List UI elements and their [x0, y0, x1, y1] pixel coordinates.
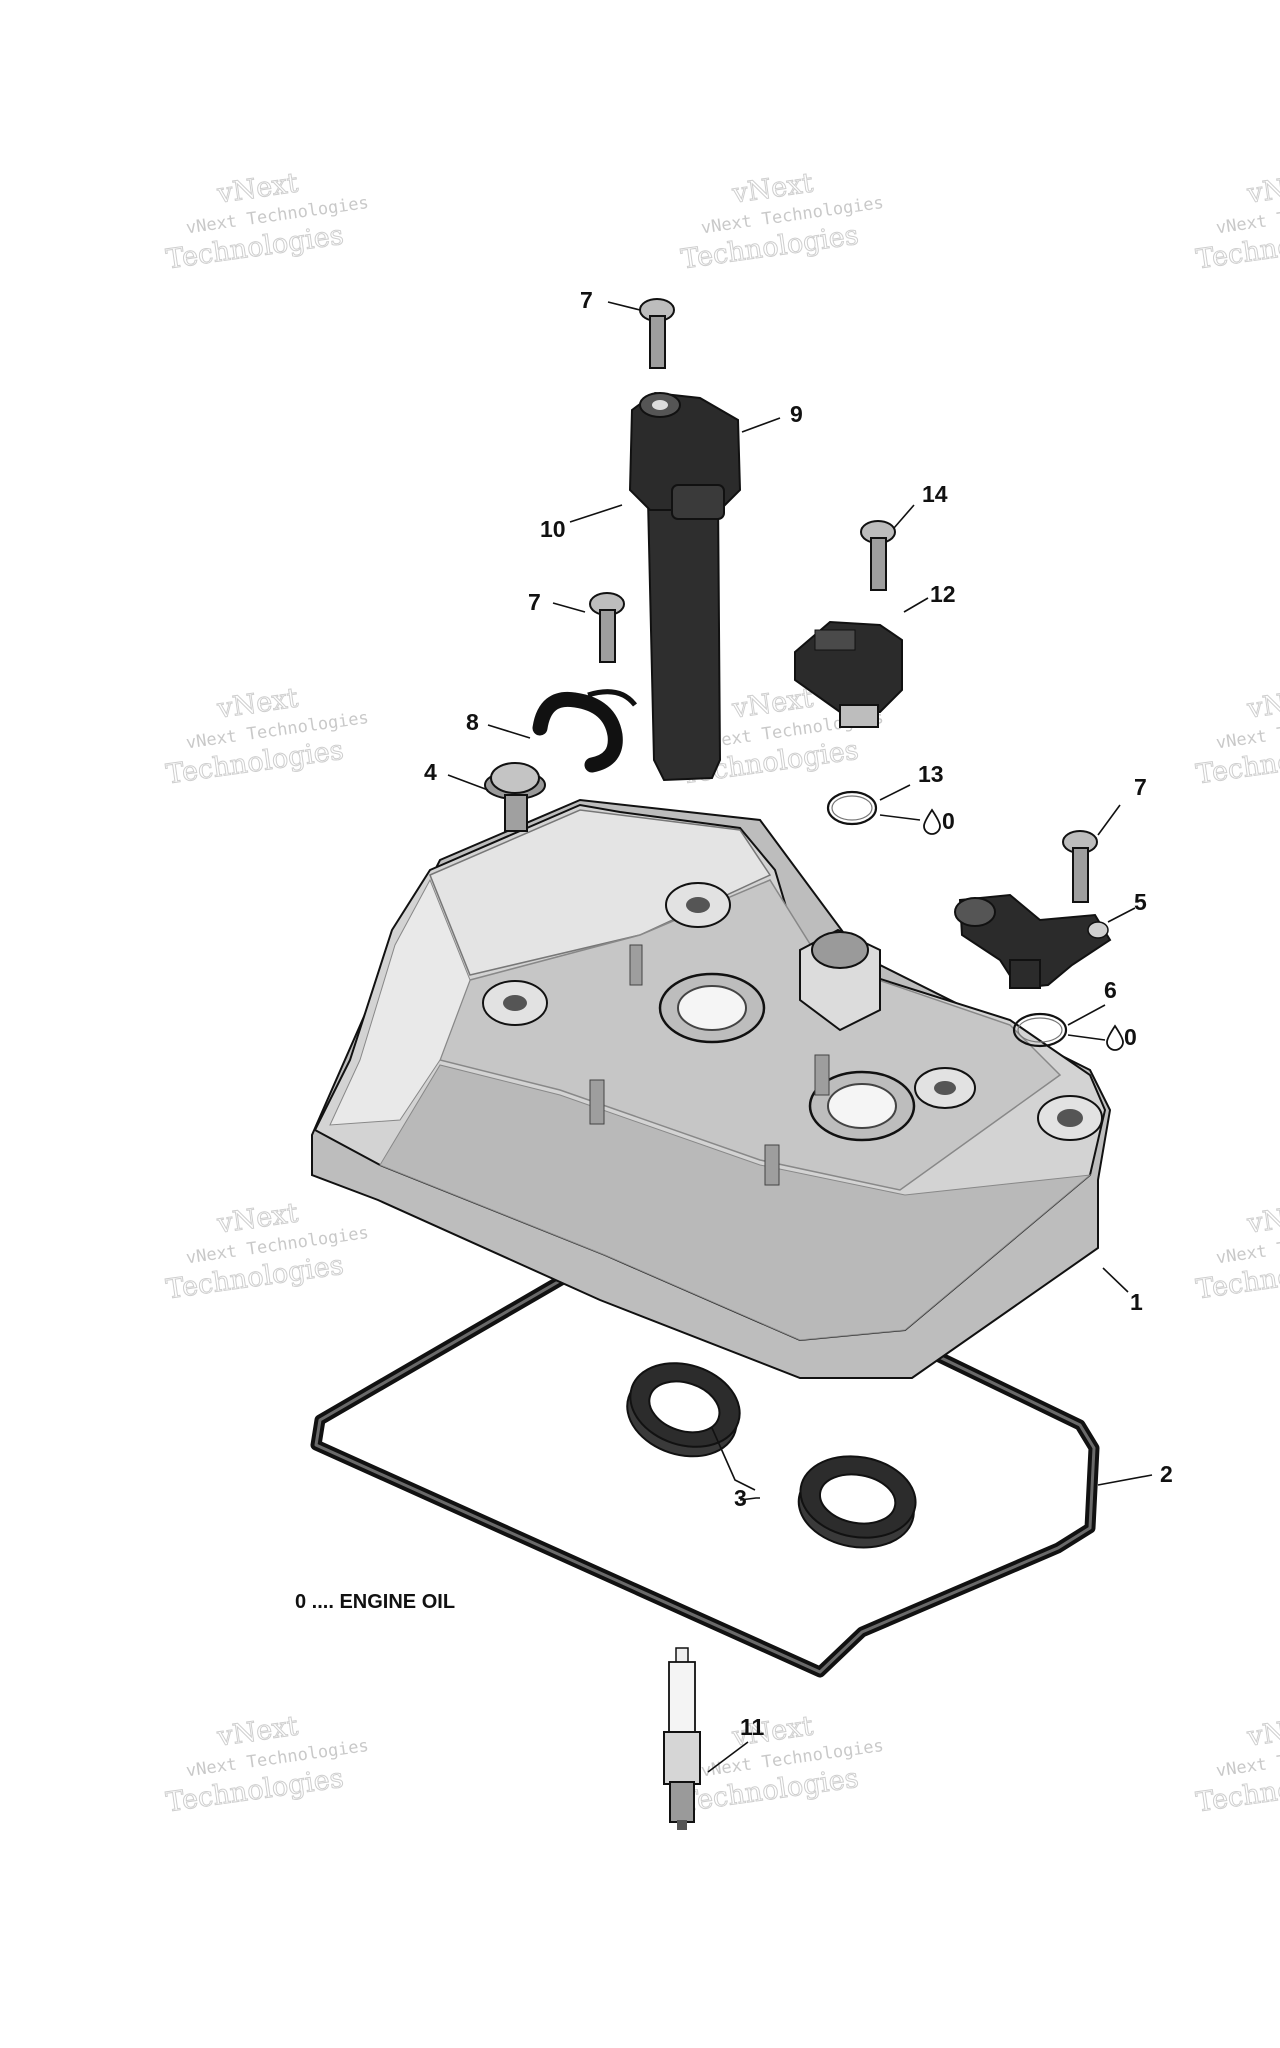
ignition-coil — [628, 391, 742, 782]
cover-rib — [764, 1144, 780, 1186]
callout-13: 13 — [918, 761, 944, 787]
watermark-r3c3: vNext vNext Technologies Technologies — [1194, 1197, 1280, 1306]
cover-rib — [629, 944, 643, 986]
position-sensor — [794, 620, 903, 728]
callout-5: 5 — [1134, 889, 1147, 915]
watermark-r1c2: vNext vNext Technologies Technologies — [679, 167, 885, 276]
sensor-boss-bore — [811, 931, 869, 969]
watermark-brand: vNext — [1245, 168, 1280, 210]
o-ring-position-sensor-inner — [831, 795, 873, 821]
leader-6 — [1067, 1004, 1106, 1026]
cover-rib — [814, 1054, 830, 1096]
mount-hole — [686, 897, 710, 913]
valve-cover-gasket-inner — [314, 1266, 1096, 1674]
ignition-coil-connector — [671, 484, 725, 520]
watermark-r4c2: vNext vNext Technologies Technologies — [679, 1710, 885, 1819]
callout-4: 4 — [424, 759, 437, 785]
leader-7a — [607, 301, 641, 311]
oil-mark-13: 0 — [923, 808, 955, 835]
leader-7b — [552, 602, 586, 613]
callout-14: 14 — [922, 481, 948, 507]
mount-hole — [503, 995, 527, 1011]
leader-13-oil — [879, 814, 921, 821]
valve-cover-front-wall — [379, 1064, 1092, 1341]
leader-9 — [741, 417, 781, 433]
oil-drop-icon — [923, 808, 941, 835]
watermark-r4c3: vNext vNext Technologies Technologies — [1194, 1710, 1280, 1819]
leader-11 — [707, 1741, 749, 1773]
oil-mark-label: 0 — [1124, 1024, 1137, 1050]
leader-3b — [739, 1497, 760, 1501]
oil-drop-icon — [1106, 1024, 1124, 1051]
o-ring-cam-sensor-inner — [1017, 1017, 1063, 1043]
watermark-brand: vNext — [1245, 683, 1280, 725]
watermark-r2c1: vNext vNext Technologies Technologies — [164, 682, 370, 791]
callout-2: 2 — [1160, 1461, 1173, 1487]
screw-clamp — [589, 592, 625, 663]
callout-7-clamp: 7 — [528, 589, 541, 615]
watermark-brand: vNext — [1245, 1711, 1280, 1753]
screw-crank-sensor — [860, 520, 896, 591]
leader-1 — [1102, 1267, 1129, 1293]
spark-plug-well-bore — [827, 1083, 897, 1129]
leader-lines — [447, 301, 1153, 1773]
leader-7c — [1097, 804, 1121, 836]
valve-cover-top-ridge — [429, 809, 772, 976]
watermark-r1c3: vNext vNext Technologies Technologies — [1194, 167, 1280, 276]
callout-9: 9 — [790, 401, 803, 427]
callout-11: 11 — [740, 1714, 765, 1740]
callout-6: 6 — [1104, 977, 1117, 1003]
o-ring-position-sensor — [826, 790, 878, 826]
callout-1: 1 — [1130, 1289, 1143, 1315]
spark-plug — [663, 1647, 701, 1830]
cover-rib — [589, 1079, 605, 1125]
plug-well-seal-upper — [626, 1362, 741, 1458]
ignition-coil-boot — [646, 496, 722, 782]
mount-hole — [934, 1081, 956, 1095]
cam-position-sensor — [954, 893, 1112, 990]
leader-6-oil — [1067, 1034, 1106, 1041]
oil-mark-label: 0 — [942, 808, 955, 834]
leader-5 — [1107, 907, 1136, 923]
leader-13 — [879, 784, 911, 801]
spark-plug-well-bore — [677, 985, 747, 1031]
watermark-r2c3: vNext vNext Technologies Technologies — [1194, 682, 1280, 791]
leader-14 — [893, 504, 915, 529]
o-ring-cam-sensor — [1012, 1012, 1068, 1048]
watermark-brand: vNext — [1245, 1198, 1280, 1240]
leader-2 — [1097, 1474, 1153, 1486]
callout-8: 8 — [466, 709, 479, 735]
callout-7-top: 7 — [580, 287, 593, 313]
watermark-r1c1: vNext vNext Technologies Technologies — [164, 167, 370, 276]
oil-mark-6: 0 — [1106, 1024, 1137, 1051]
leader-3a — [711, 1427, 756, 1491]
leader-10 — [569, 504, 623, 523]
leader-4 — [447, 774, 489, 791]
leader-8 — [487, 724, 531, 739]
watermark-r3c1: vNext vNext Technologies Technologies — [164, 1197, 370, 1306]
plug-well-seal-lower — [797, 1455, 917, 1549]
screw-cam-sensor — [1062, 830, 1098, 903]
breather-bolt — [484, 762, 546, 832]
callout-10: 10 — [540, 516, 566, 542]
valve-cover — [311, 798, 1112, 1379]
coil-clamp — [532, 689, 637, 773]
callout-3: 3 — [734, 1485, 747, 1511]
valve-cover-side-shade — [329, 878, 471, 1126]
leader-12 — [903, 597, 929, 613]
mount-hole — [1057, 1109, 1083, 1127]
screw-top — [639, 298, 675, 369]
legend-engine-oil: 0 .... ENGINE OIL — [295, 1591, 455, 1613]
callout-12: 12 — [930, 581, 956, 607]
watermark-r4c1: vNext vNext Technologies Technologies — [164, 1710, 370, 1819]
callout-7-sensor: 7 — [1134, 774, 1147, 800]
